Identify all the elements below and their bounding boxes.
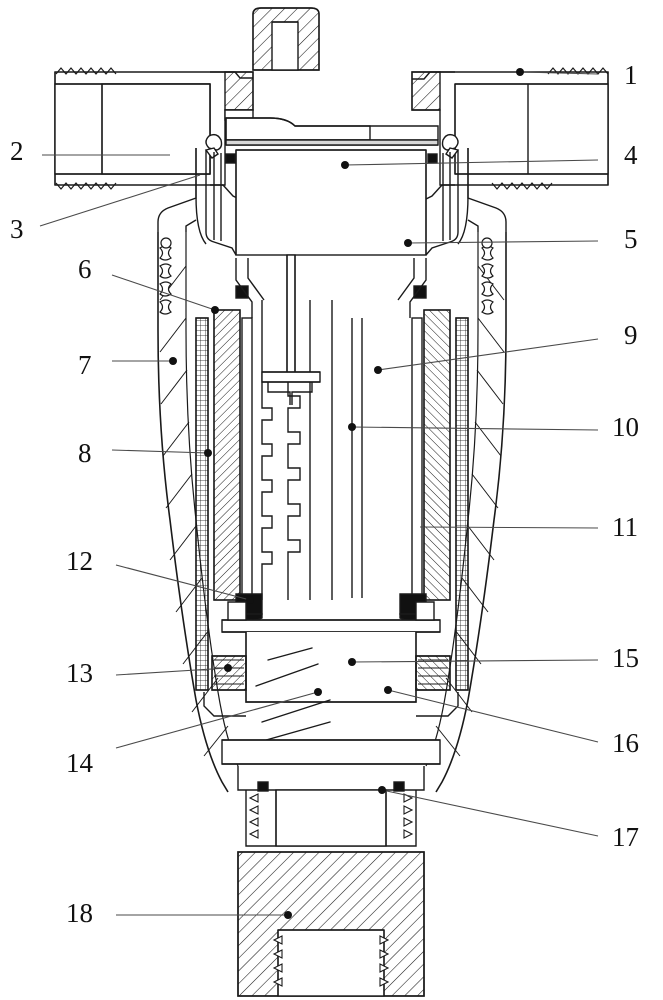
leader-line-5 <box>407 240 599 244</box>
leader-line-8 <box>111 449 209 454</box>
reference-dot-14 <box>314 688 322 696</box>
reference-numeral-6: 6 <box>78 254 92 284</box>
reference-numeral-5: 5 <box>624 224 638 254</box>
reference-dot-9 <box>374 366 382 374</box>
reference-dot-4 <box>341 161 349 169</box>
reference-numeral-16: 16 <box>612 728 639 758</box>
reference-numeral-8: 8 <box>78 438 92 468</box>
leader-line-1 <box>519 71 599 75</box>
leader-line-6 <box>111 274 216 311</box>
leader-line-3 <box>39 174 201 227</box>
reference-numeral-18: 18 <box>66 898 93 928</box>
reference-dot-1 <box>516 68 524 76</box>
leader-line-11 <box>419 526 599 529</box>
leader-line-14 <box>115 691 319 749</box>
leader-line-4 <box>344 159 599 166</box>
reference-dot-5 <box>404 239 412 247</box>
reference-numeral-4: 4 <box>624 140 638 170</box>
bonnet-stem-cap <box>252 7 320 71</box>
leader-lines <box>39 68 599 919</box>
reference-dot-16 <box>384 686 392 694</box>
reference-dot-10 <box>348 423 356 431</box>
reference-dot-6 <box>211 306 219 314</box>
leader-line-9 <box>377 338 599 371</box>
valve-body-tee <box>54 67 609 204</box>
reference-numeral-13: 13 <box>66 658 93 688</box>
reference-dot-15 <box>348 658 356 666</box>
reference-numeral-9: 9 <box>624 320 638 350</box>
leader-line-17 <box>381 789 599 837</box>
reference-numeral-10: 10 <box>612 412 639 442</box>
drain-nut <box>237 851 425 997</box>
reference-numeral-1: 1 <box>624 60 638 90</box>
reference-dot-8 <box>204 449 212 457</box>
reference-numeral-14: 14 <box>66 748 93 778</box>
leader-line-13 <box>115 667 229 676</box>
reference-numeral-17: 17 <box>612 822 639 852</box>
reference-numeral-15: 15 <box>612 643 639 673</box>
reference-numeral-11: 11 <box>612 512 638 542</box>
stem-disc-assembly <box>195 117 469 299</box>
reference-dot-18 <box>284 911 292 919</box>
leader-line-15 <box>351 659 599 663</box>
reference-dot-7 <box>169 357 177 365</box>
reference-dot-12 <box>246 596 254 604</box>
filter-cartridge <box>195 254 469 691</box>
reference-dot-17 <box>378 786 386 794</box>
reference-numeral-12: 12 <box>66 546 93 576</box>
leader-line-12 <box>115 564 251 601</box>
reference-dot-13 <box>224 664 232 672</box>
leader-line-10 <box>351 426 599 431</box>
leader-line-16 <box>387 689 599 743</box>
reference-numeral-3: 3 <box>10 214 24 244</box>
reference-numeral-2: 2 <box>10 136 24 166</box>
reference-numeral-7: 7 <box>78 350 92 380</box>
lower-valve-assembly <box>203 601 459 847</box>
